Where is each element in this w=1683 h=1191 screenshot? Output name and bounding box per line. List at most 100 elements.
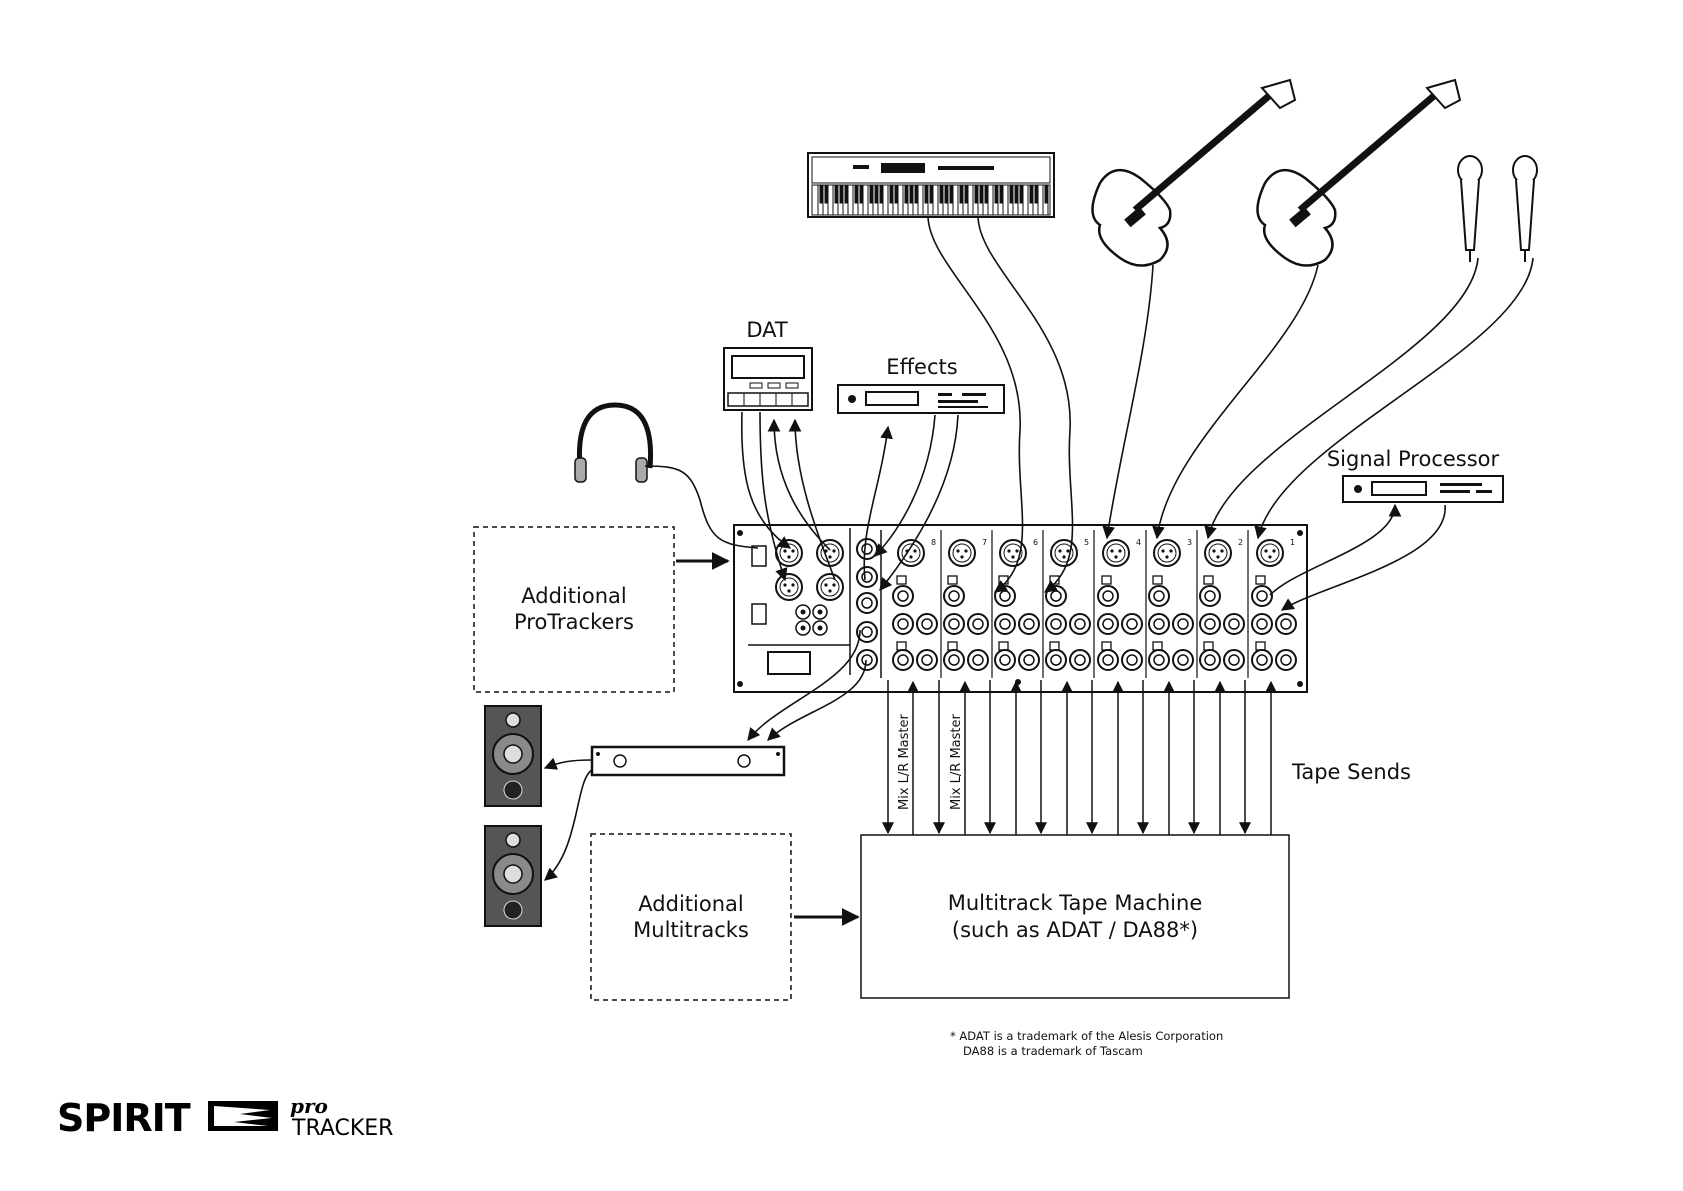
jack-socket — [1019, 650, 1039, 670]
jack-socket — [944, 586, 964, 606]
xlr-input-jack — [776, 574, 802, 600]
jack-socket — [893, 614, 913, 634]
signal-processor-label: Signal Processor — [1327, 447, 1500, 471]
jack-socket — [1046, 650, 1066, 670]
switch-button — [1204, 576, 1213, 584]
brand-tracker-text: TRACKER — [291, 1116, 393, 1141]
additional-protrackers-box: Additional ProTrackers — [474, 527, 674, 692]
xlr-input-jack — [949, 540, 975, 566]
channel-number: 3 — [1187, 538, 1192, 547]
microphone-icon — [1513, 156, 1537, 262]
additional-protrackers-line1: Additional — [521, 584, 626, 608]
additional-multitracks-box: Additional Multitracks — [591, 834, 791, 1000]
xlr-input-jack — [1154, 540, 1180, 566]
jack-socket — [1070, 650, 1090, 670]
additional-multitracks-line2: Multitracks — [633, 918, 749, 942]
multitrack-tape-machine-box: Multitrack Tape Machine (such as ADAT / … — [861, 835, 1289, 998]
mix-lr-master-label-1: Mix L/R Master — [897, 714, 912, 810]
jack-socket — [917, 650, 937, 670]
mix-lr-master-label-2: Mix L/R Master — [949, 714, 964, 810]
tape-sends-label: Tape Sends — [1291, 760, 1411, 784]
jack-socket — [917, 614, 937, 634]
xlr-input-jack — [1051, 540, 1077, 566]
jack-socket — [1200, 650, 1220, 670]
switch-button — [1153, 576, 1162, 584]
switch-button — [948, 642, 957, 650]
monitor-speaker-icon — [485, 826, 541, 926]
jack-socket — [1098, 614, 1118, 634]
switch-button — [1153, 642, 1162, 650]
jack-socket — [1098, 586, 1118, 606]
jack-socket — [1173, 650, 1193, 670]
dat-recorder-icon — [724, 348, 812, 410]
switch-button — [1102, 576, 1111, 584]
master-jack-socket — [857, 539, 877, 559]
channel-number: 5 — [1084, 538, 1089, 547]
effects-label: Effects — [886, 355, 957, 379]
guitar-icon — [1258, 80, 1461, 266]
channel-number: 6 — [1033, 538, 1038, 547]
switch-button — [999, 576, 1008, 584]
xlr-input-jack — [898, 540, 924, 566]
jack-socket — [944, 650, 964, 670]
keyboard-icon — [808, 153, 1054, 217]
switch-button — [1102, 642, 1111, 650]
brand-spirit-text: SPIRIT — [57, 1096, 191, 1140]
jack-socket — [893, 586, 913, 606]
jack-socket — [893, 650, 913, 670]
jack-socket — [1098, 650, 1118, 670]
jack-socket — [1252, 586, 1272, 606]
switch-button — [897, 642, 906, 650]
jack-socket — [1252, 650, 1272, 670]
jack-socket — [1019, 614, 1039, 634]
channel-number: 1 — [1290, 538, 1295, 547]
switch-button — [897, 576, 906, 584]
xlr-input-jack — [1103, 540, 1129, 566]
tape-machine-line1: Multitrack Tape Machine — [948, 891, 1203, 915]
jack-socket — [1224, 614, 1244, 634]
xlr-input-jack — [1257, 540, 1283, 566]
switch-button — [948, 576, 957, 584]
power-amplifier-icon — [592, 747, 784, 775]
jack-socket — [1252, 614, 1272, 634]
tape-machine-line2: (such as ADAT / DA88*) — [952, 918, 1198, 942]
jack-socket — [995, 650, 1015, 670]
channel-number: 8 — [931, 538, 936, 547]
switch-button — [1204, 642, 1213, 650]
jack-socket — [968, 614, 988, 634]
microphone-icon — [1458, 156, 1482, 262]
jack-socket — [968, 650, 988, 670]
jack-socket — [1122, 614, 1142, 634]
jack-socket — [1046, 614, 1066, 634]
switch-button — [999, 642, 1008, 650]
jack-socket — [1276, 614, 1296, 634]
xlr-input-jack — [817, 574, 843, 600]
spirit-flag-icon — [208, 1101, 278, 1131]
channel-number: 4 — [1136, 538, 1141, 547]
channel-number: 2 — [1238, 538, 1243, 547]
switch-button — [1256, 642, 1265, 650]
effects-unit-icon — [838, 385, 1004, 413]
master-jack-socket — [857, 593, 877, 613]
tape-send-return-lines — [888, 680, 1271, 835]
rca-socket — [813, 605, 827, 619]
additional-multitracks-line1: Additional — [638, 892, 743, 916]
headphones-icon — [575, 405, 651, 482]
master-jack-socket — [857, 650, 877, 670]
brand-pro-text: pro — [290, 1094, 328, 1118]
switch-button — [1050, 642, 1059, 650]
jack-socket — [1224, 650, 1244, 670]
monitor-speaker-icon — [485, 706, 541, 806]
xlr-input-jack — [1205, 540, 1231, 566]
jack-socket — [1200, 614, 1220, 634]
jack-socket — [1149, 650, 1169, 670]
additional-protrackers-line2: ProTrackers — [514, 610, 634, 634]
jack-socket — [1149, 614, 1169, 634]
jack-socket — [1173, 614, 1193, 634]
jack-socket — [995, 614, 1015, 634]
footnote-line1: * ADAT is a trademark of the Alesis Corp… — [950, 1029, 1223, 1043]
rca-socket — [813, 621, 827, 635]
jack-socket — [1149, 586, 1169, 606]
spirit-protracker-logo: SPIRIT pro TRACKER — [57, 1094, 393, 1141]
master-jack-socket — [857, 567, 877, 587]
